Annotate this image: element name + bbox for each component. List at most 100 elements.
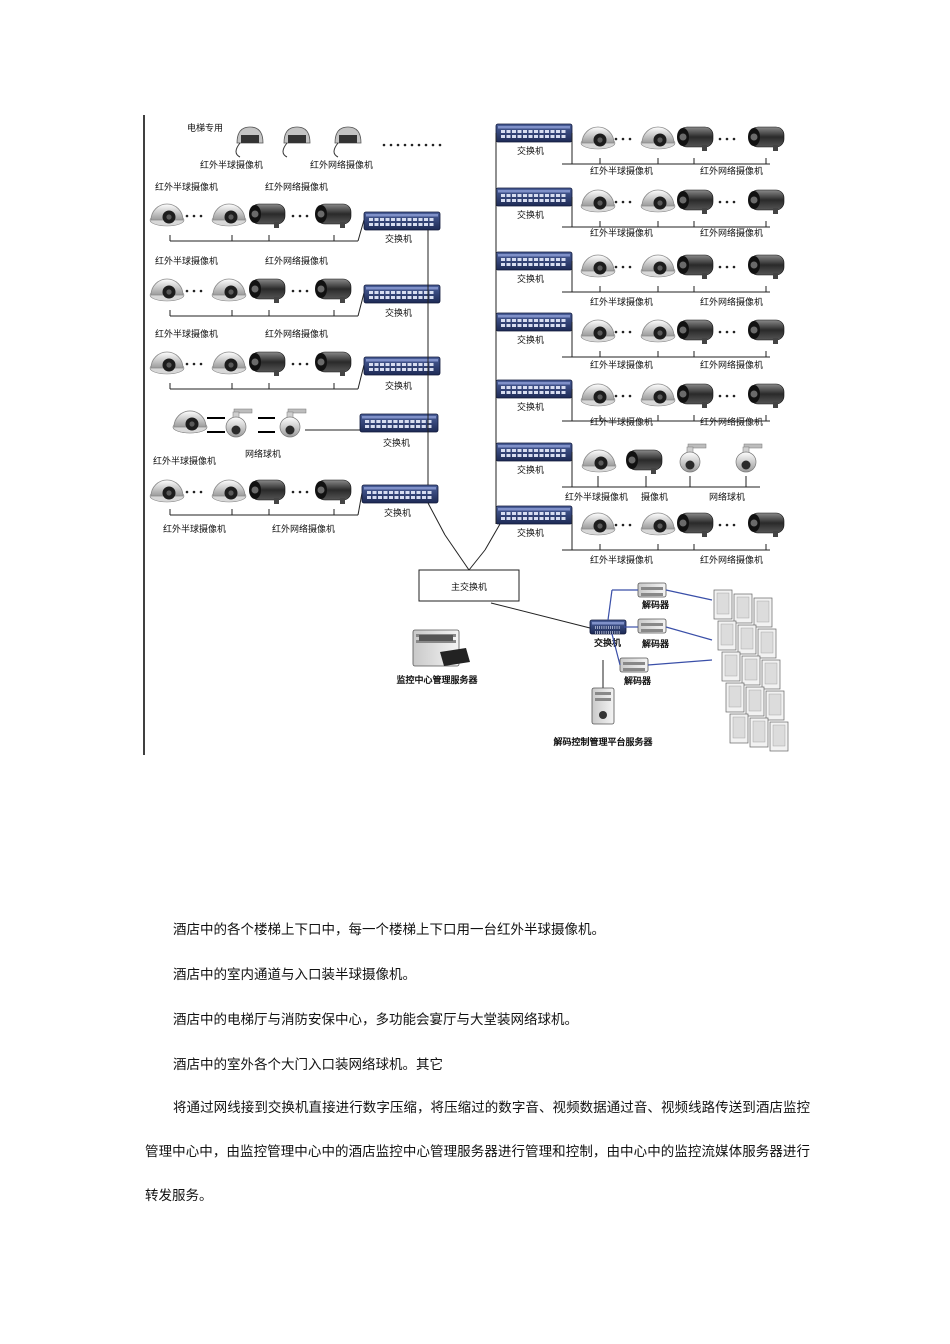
server-drive-icon (419, 635, 453, 641)
server-icon (591, 687, 615, 725)
ellipsis-dot (614, 394, 618, 398)
ir-network-camera-icon (748, 189, 785, 214)
camera-to-switch-line (357, 292, 365, 317)
ir-network-camera-icon (677, 512, 714, 537)
ir-dome-camera-icon (580, 189, 616, 213)
ellipsis-dot (718, 394, 722, 398)
network-switch-icon (495, 312, 573, 332)
switch-label: 交换机 (517, 527, 544, 539)
ellipsis-dot (732, 523, 736, 527)
switch-label: 交换机 (517, 273, 544, 285)
switch-label: 交换机 (517, 464, 544, 476)
ellipsis-dot (185, 214, 189, 218)
network-switch-icon (363, 356, 441, 376)
network-switch-icon (495, 123, 573, 143)
ellipsis-dot (199, 362, 203, 366)
ellipsis-dot (628, 523, 632, 527)
ellipsis-dot (382, 143, 386, 147)
ellipsis-dot (725, 394, 729, 398)
decoder-to-wall-link (647, 659, 713, 666)
ir-network-camera-icon (677, 319, 714, 344)
network-dome-label: 网络球机 (245, 448, 281, 460)
ellipsis-dot (305, 289, 309, 293)
paragraph-5: 将通过网线接到交换机直接进行数字压缩，将压缩过的数字音、视频数据通过音、视频线路… (145, 1100, 810, 1204)
ellipsis-dot (628, 394, 632, 398)
ellipsis-dot (621, 394, 625, 398)
ir-dome-camera-label: 红外半球摄像机 (155, 328, 218, 340)
paragraph-1: 酒店中的各个楼梯上下口中，每一个楼梯上下口用一台红外半球摄像机。 (173, 922, 605, 938)
ellipsis-dot (621, 200, 625, 204)
switch-label: 交换机 (385, 233, 412, 245)
uplink-line (444, 534, 470, 571)
ir-network-camera-icon (315, 278, 352, 303)
ellipsis-dot (298, 214, 302, 218)
ir-network-camera-icon (249, 479, 286, 504)
ellipsis-dot (185, 289, 189, 293)
ellipsis-dot (305, 214, 309, 218)
decoder-to-wall-link (665, 626, 713, 641)
ellipsis-dot (403, 143, 407, 147)
ellipsis-dot (614, 265, 618, 269)
ir-dome-camera-icon (211, 278, 247, 302)
switch-label: 交换机 (385, 307, 412, 319)
ellipsis-dot (621, 137, 625, 141)
ir-network-camera-label: 红外网络摄像机 (700, 359, 763, 371)
ellipsis-dot (192, 214, 196, 218)
ellipsis-dot (410, 143, 414, 147)
ellipsis-dot (628, 265, 632, 269)
ellipsis-dot (621, 523, 625, 527)
network-switch-icon (495, 251, 573, 271)
ellipsis-dot (291, 289, 295, 293)
ir-dome-camera-label: 红外半球摄像机 (155, 255, 218, 267)
ellipsis-dot (718, 265, 722, 269)
ellipsis-dot (298, 289, 302, 293)
ir-network-camera-icon (748, 254, 785, 279)
ir-dome-camera-icon (640, 319, 676, 343)
ir-dome-camera-icon (580, 254, 616, 278)
decoder-to-wall-link (665, 589, 713, 601)
ir-network-camera-label: 红外网络摄像机 (272, 523, 335, 535)
ellipsis-dot (725, 200, 729, 204)
ellipsis-dot (614, 137, 618, 141)
ir-dome-camera-icon (580, 383, 616, 407)
ellipsis-dot (725, 265, 729, 269)
ir-dome-camera-icon (580, 512, 616, 536)
ir-network-camera-icon (315, 479, 352, 504)
ellipsis-dot (725, 137, 729, 141)
switch-label: 交换机 (385, 380, 412, 392)
server-icon (637, 582, 667, 598)
network-dome-camera-icon (679, 443, 707, 473)
ir-dome-camera-icon (149, 278, 185, 302)
ellipsis-dot (732, 200, 736, 204)
ellipsis-dot (614, 200, 618, 204)
network-switch-icon (361, 484, 439, 504)
diagram-content: 电梯专用红外半球摄像机红外网络摄像机红外半球摄像机红外网络摄像机交换机红外半球摄… (149, 122, 789, 752)
ir-network-camera-icon (677, 189, 714, 214)
paragraph-2: 酒店中的室内通道与入口装半球摄像机。 (173, 967, 416, 983)
elevator-dedicated-label: 电梯专用 (187, 122, 223, 134)
ir-dome-camera-icon (640, 126, 676, 150)
ellipsis-dot (185, 490, 189, 494)
ir-network-camera-icon (315, 203, 352, 228)
ir-network-camera-icon (249, 278, 286, 303)
paragraph-4: 酒店中的室外各个大门入口装网络球机。其它 (173, 1057, 443, 1073)
network-dome-camera-icon (735, 443, 763, 473)
ellipsis-dot (732, 330, 736, 334)
decoder-label: 解码器 (624, 675, 652, 687)
server-logo-icon (599, 711, 607, 719)
ir-dome-camera-label: 红外半球摄像机 (163, 523, 226, 535)
ir-network-camera-icon (249, 351, 286, 376)
ir-dome-camera-label: 红外半球摄像机 (590, 227, 653, 239)
ellipsis-dot (199, 289, 203, 293)
ir-network-camera-icon (748, 126, 785, 151)
switch-label: 交换机 (517, 145, 544, 157)
ellipsis-dot (185, 362, 189, 366)
network-switch-icon (495, 187, 573, 207)
ellipsis-dot (621, 265, 625, 269)
ir-dome-camera-icon (640, 189, 676, 213)
paragraph-3: 酒店中的电梯厅与消防安保中心，多功能会宴厅与大堂装网络球机。 (173, 1012, 578, 1028)
ir-dome-camera-icon (211, 351, 247, 375)
ir-network-camera-label: 红外网络摄像机 (310, 159, 373, 171)
ellipsis-dot (718, 137, 722, 141)
camera-to-switch-line (357, 492, 363, 516)
